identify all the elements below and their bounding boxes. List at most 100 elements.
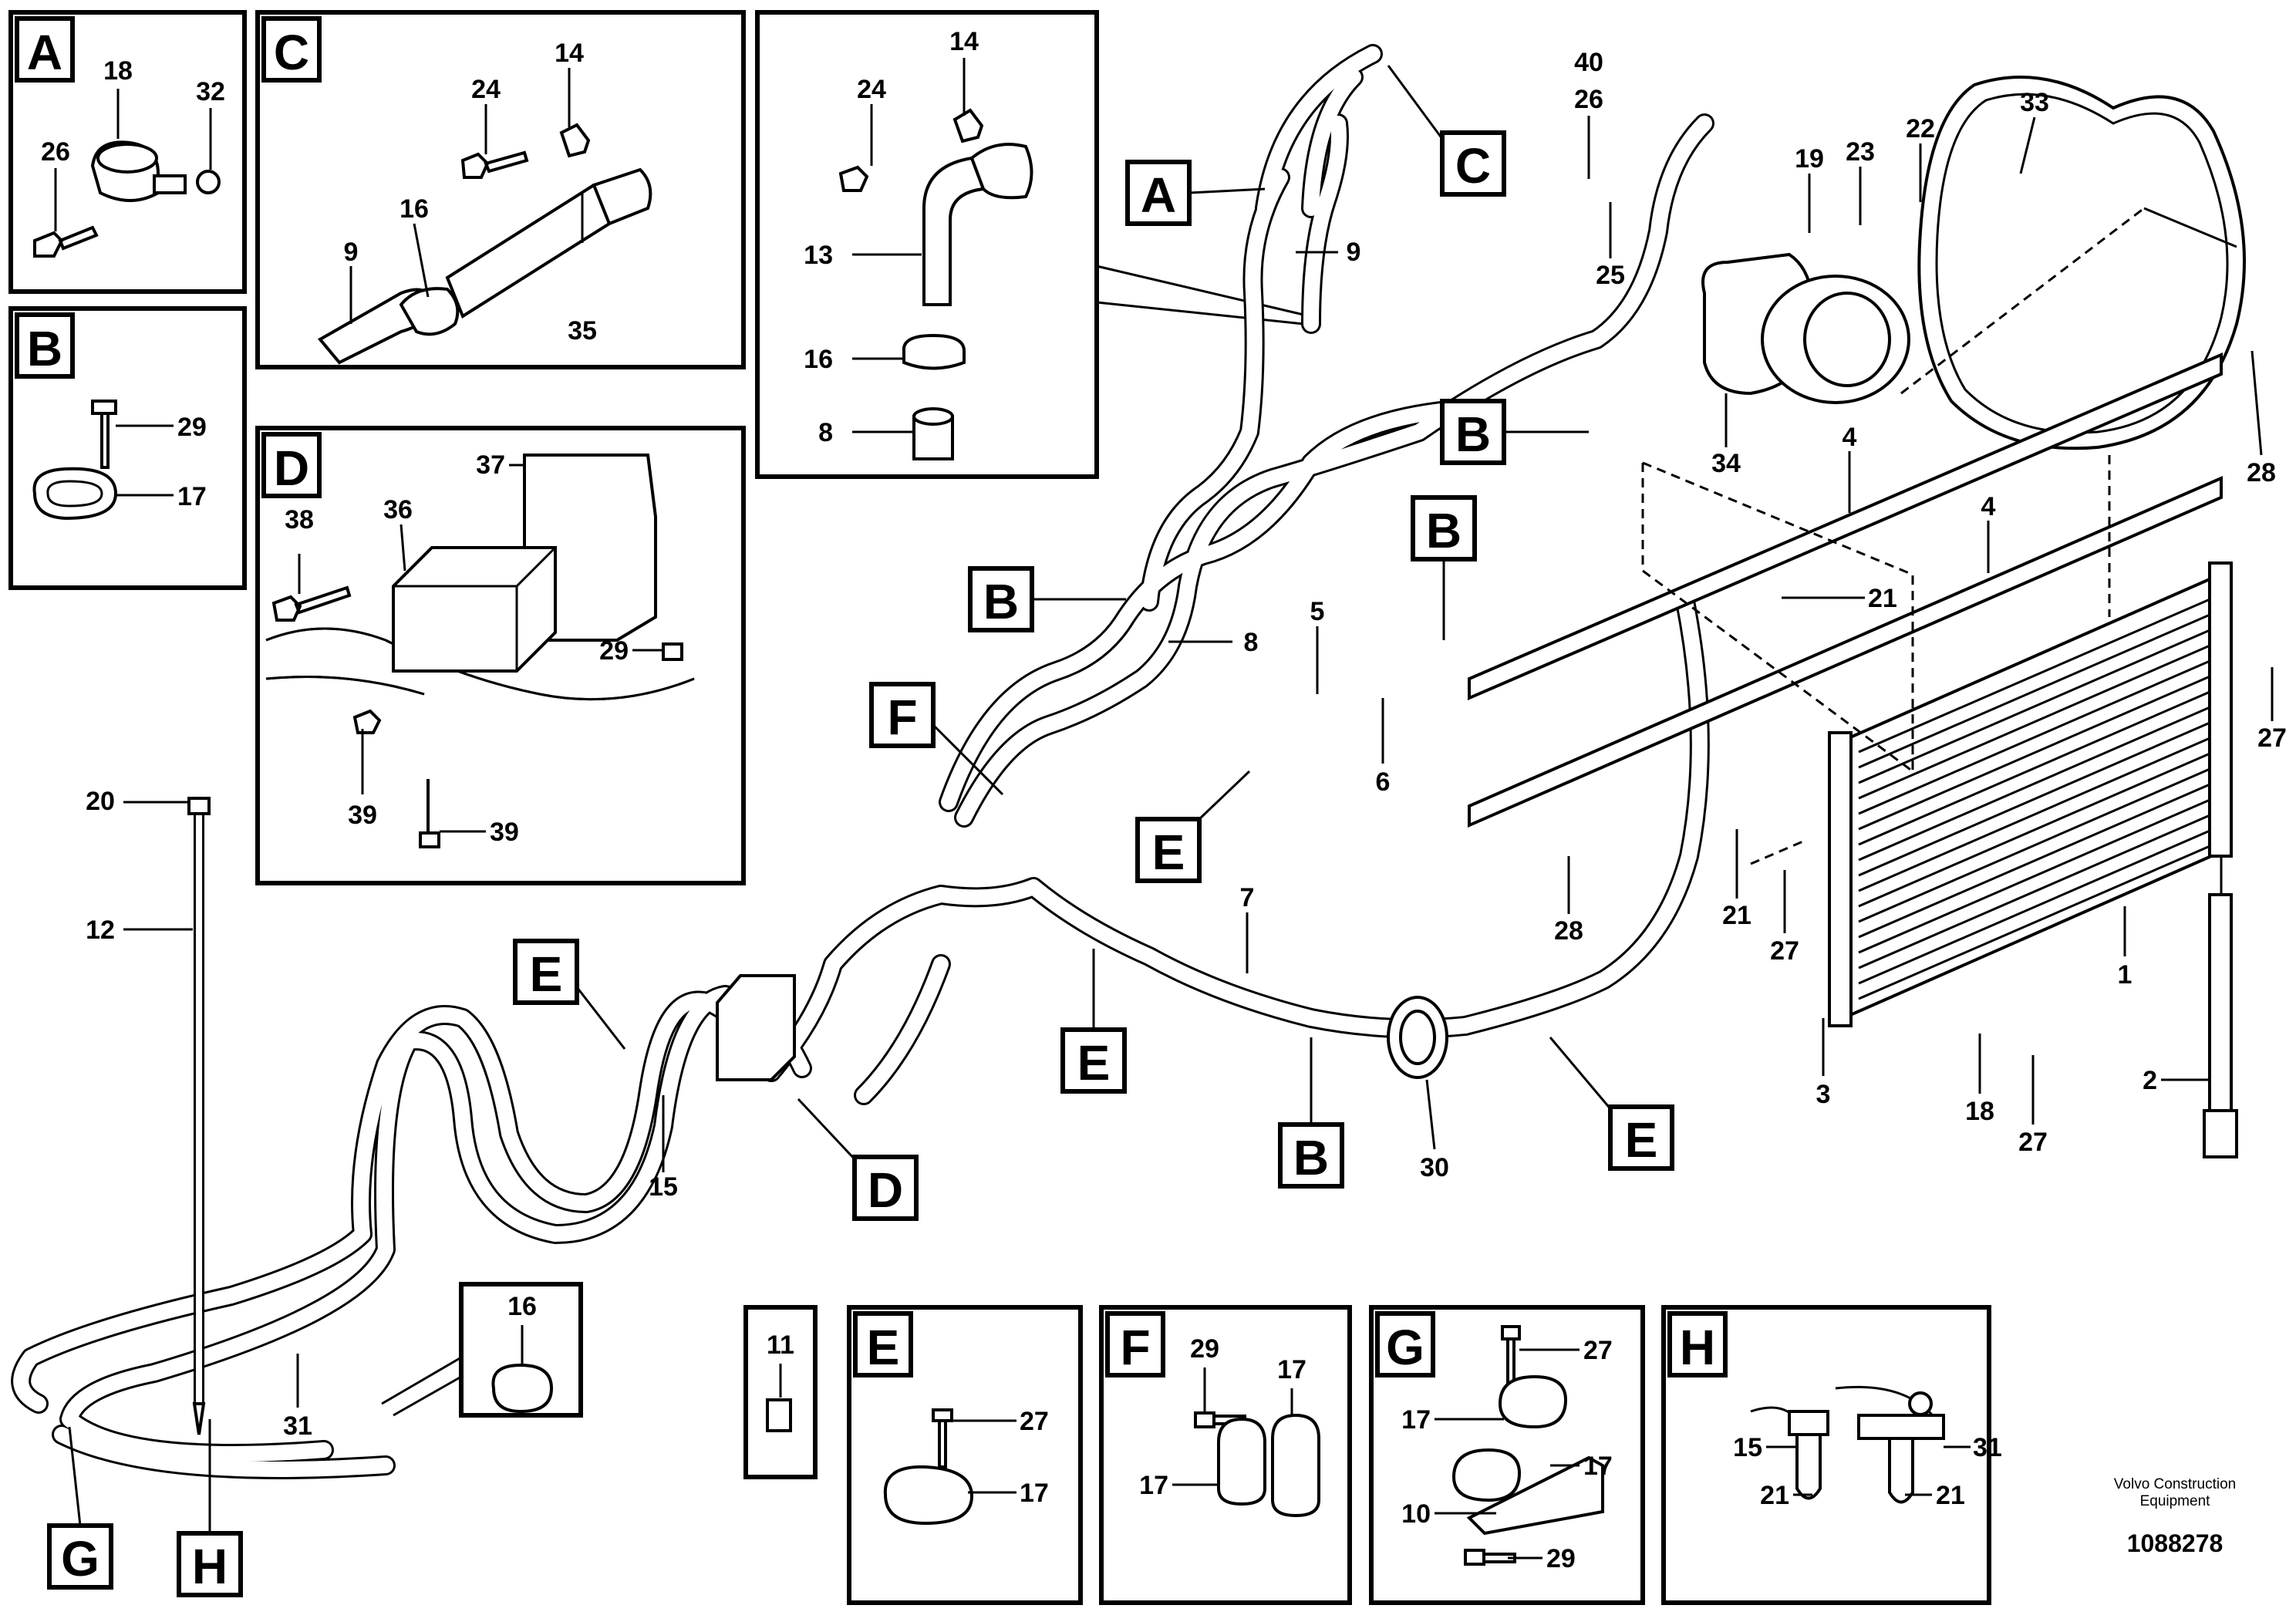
detail-letter-a: A	[27, 25, 62, 80]
callout-b-1: B	[1440, 399, 1589, 465]
hose-bundle	[11, 44, 1714, 1479]
svg-text:E: E	[1625, 1112, 1658, 1168]
brand-line-2: Equipment	[2140, 1493, 2211, 1509]
part-number-26: 26	[41, 137, 70, 167]
svg-text:31: 31	[283, 1411, 312, 1441]
clamp-icon	[883, 1465, 974, 1526]
part-number-13: 13	[804, 241, 833, 270]
part-number-15: 15	[1733, 1433, 1762, 1462]
svg-text:4: 4	[1843, 423, 1857, 452]
detail-letter-g: G	[1386, 1320, 1424, 1375]
detail-letter-h: H	[1680, 1320, 1715, 1375]
detail-box-a: A 18 32 26	[8, 10, 247, 294]
part-number-36: 36	[383, 495, 413, 524]
svg-text:B: B	[1426, 503, 1462, 558]
hose-fitting-icon	[1857, 1414, 1945, 1440]
part-number-16: 16	[400, 194, 429, 224]
svg-text:E: E	[1077, 1035, 1111, 1091]
clamp-icon	[1271, 1413, 1320, 1518]
svg-text:27: 27	[1770, 936, 1799, 966]
footer-branding: Volvo Construction Equipment 1088278	[2114, 1476, 2236, 1557]
clamp-icon	[1451, 1448, 1522, 1502]
svg-text:21: 21	[1722, 901, 1752, 930]
callout-c: C	[1387, 65, 1506, 197]
svg-text:F: F	[887, 690, 917, 745]
drive-belt-icon	[1917, 76, 2246, 450]
svg-text:18: 18	[1965, 1097, 1994, 1126]
detail-letter-e: E	[867, 1320, 900, 1375]
part-number-27: 27	[1583, 1336, 1613, 1365]
part-number-24: 24	[857, 75, 886, 104]
receiver-drier-icon	[2208, 893, 2233, 1112]
detail-box-g: G 27 17 17 10 29	[1369, 1305, 1645, 1605]
callout-f: F	[869, 682, 1004, 796]
svg-text:B: B	[1293, 1130, 1329, 1185]
detail-box-h: H 15 31 21 21	[1661, 1305, 2002, 1605]
svg-text:21: 21	[1868, 584, 1897, 613]
svg-text:25: 25	[1596, 261, 1625, 290]
bolt-icon	[91, 400, 117, 469]
svg-text:D: D	[868, 1162, 903, 1218]
part-number-39: 39	[348, 801, 377, 830]
svg-text:G: G	[61, 1531, 99, 1587]
callout-b-3: B	[968, 566, 1126, 632]
mounting-rail-icon	[1468, 475, 2223, 828]
part-number-32: 32	[196, 77, 225, 106]
svg-text:9: 9	[1347, 238, 1361, 267]
svg-text:28: 28	[1554, 916, 1583, 946]
part-number-18: 18	[103, 56, 133, 86]
svg-text:15: 15	[649, 1172, 678, 1202]
part-number-24: 24	[471, 75, 501, 104]
detail-letter-b: B	[27, 321, 62, 376]
part-number-17: 17	[1139, 1471, 1168, 1500]
callout-d: D	[797, 1098, 919, 1221]
svg-text:33: 33	[2020, 88, 2049, 117]
callout-h: H	[177, 1419, 243, 1597]
clamp-icon	[1217, 1417, 1266, 1506]
manifold-block-icon	[392, 546, 557, 673]
detail-letter-d: D	[274, 440, 309, 496]
clamp-icon	[32, 467, 118, 521]
svg-text:3: 3	[1816, 1080, 1831, 1109]
document-number: 1088278	[2127, 1529, 2224, 1557]
svg-text:6: 6	[1376, 767, 1391, 797]
detail-box-d: D 37 36 38 29 39 39	[255, 426, 746, 885]
svg-text:40: 40	[1574, 48, 1603, 77]
part-number-29: 29	[1190, 1334, 1219, 1364]
part-number-29: 29	[177, 413, 207, 442]
part-number-17: 17	[1020, 1479, 1049, 1508]
detail-letter-c: C	[274, 25, 309, 80]
part-number-16: 16	[804, 345, 833, 374]
detail-box-clamp: 16	[381, 1282, 583, 1418]
svg-text:27: 27	[2018, 1128, 2048, 1157]
svg-text:E: E	[1152, 824, 1185, 880]
part-number-14: 14	[555, 39, 584, 68]
callout-a: A	[1125, 160, 1266, 226]
svg-text:28: 28	[2247, 458, 2276, 487]
svg-text:8: 8	[1244, 628, 1259, 657]
part-number-37: 37	[476, 450, 505, 480]
svg-text:22: 22	[1906, 114, 1935, 143]
svg-text:B: B	[1455, 406, 1491, 462]
main-part-numbers: 40 26 25 19 23 22 33 34 28 4 4 21 27 21 …	[86, 48, 2287, 1441]
detail-box-b: B 29 17	[8, 306, 247, 590]
callout-b-2: B	[1411, 495, 1477, 640]
part-number-9: 9	[344, 238, 359, 267]
hose-bundle-inner	[13, 46, 1712, 1477]
callout-e-3: E	[1060, 949, 1127, 1094]
part-number-8: 8	[818, 418, 833, 447]
svg-text:B: B	[983, 574, 1019, 629]
mounting-rail-icon	[1468, 352, 2223, 701]
detail-box-e: E 27 17	[847, 1305, 1083, 1605]
brand-line-1: Volvo Construction	[2114, 1476, 2236, 1492]
detail-box-switch: 11	[743, 1305, 818, 1479]
pressure-switch-icon	[766, 1398, 792, 1432]
callout-e-1: E	[1135, 770, 1251, 883]
part-number-14: 14	[949, 27, 979, 56]
svg-text:27: 27	[2257, 723, 2287, 753]
svg-text:A: A	[1141, 167, 1176, 223]
part-number-17: 17	[1277, 1355, 1306, 1384]
svg-text:23: 23	[1846, 137, 1875, 167]
hose-clamp-icon	[491, 1363, 554, 1414]
bolt-icon	[33, 225, 99, 258]
